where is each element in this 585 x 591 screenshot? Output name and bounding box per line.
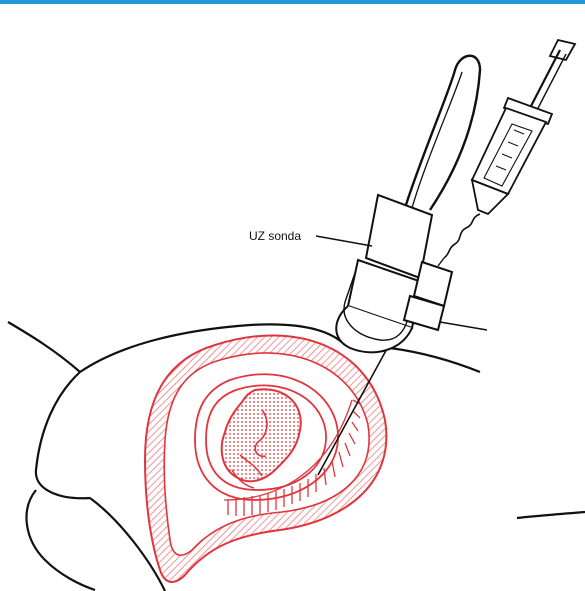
probe-label: UZ sonda <box>249 229 301 243</box>
amniocentesis-illustration <box>0 4 585 591</box>
syringe-icon <box>438 40 575 266</box>
probe-label-leader <box>316 236 372 246</box>
